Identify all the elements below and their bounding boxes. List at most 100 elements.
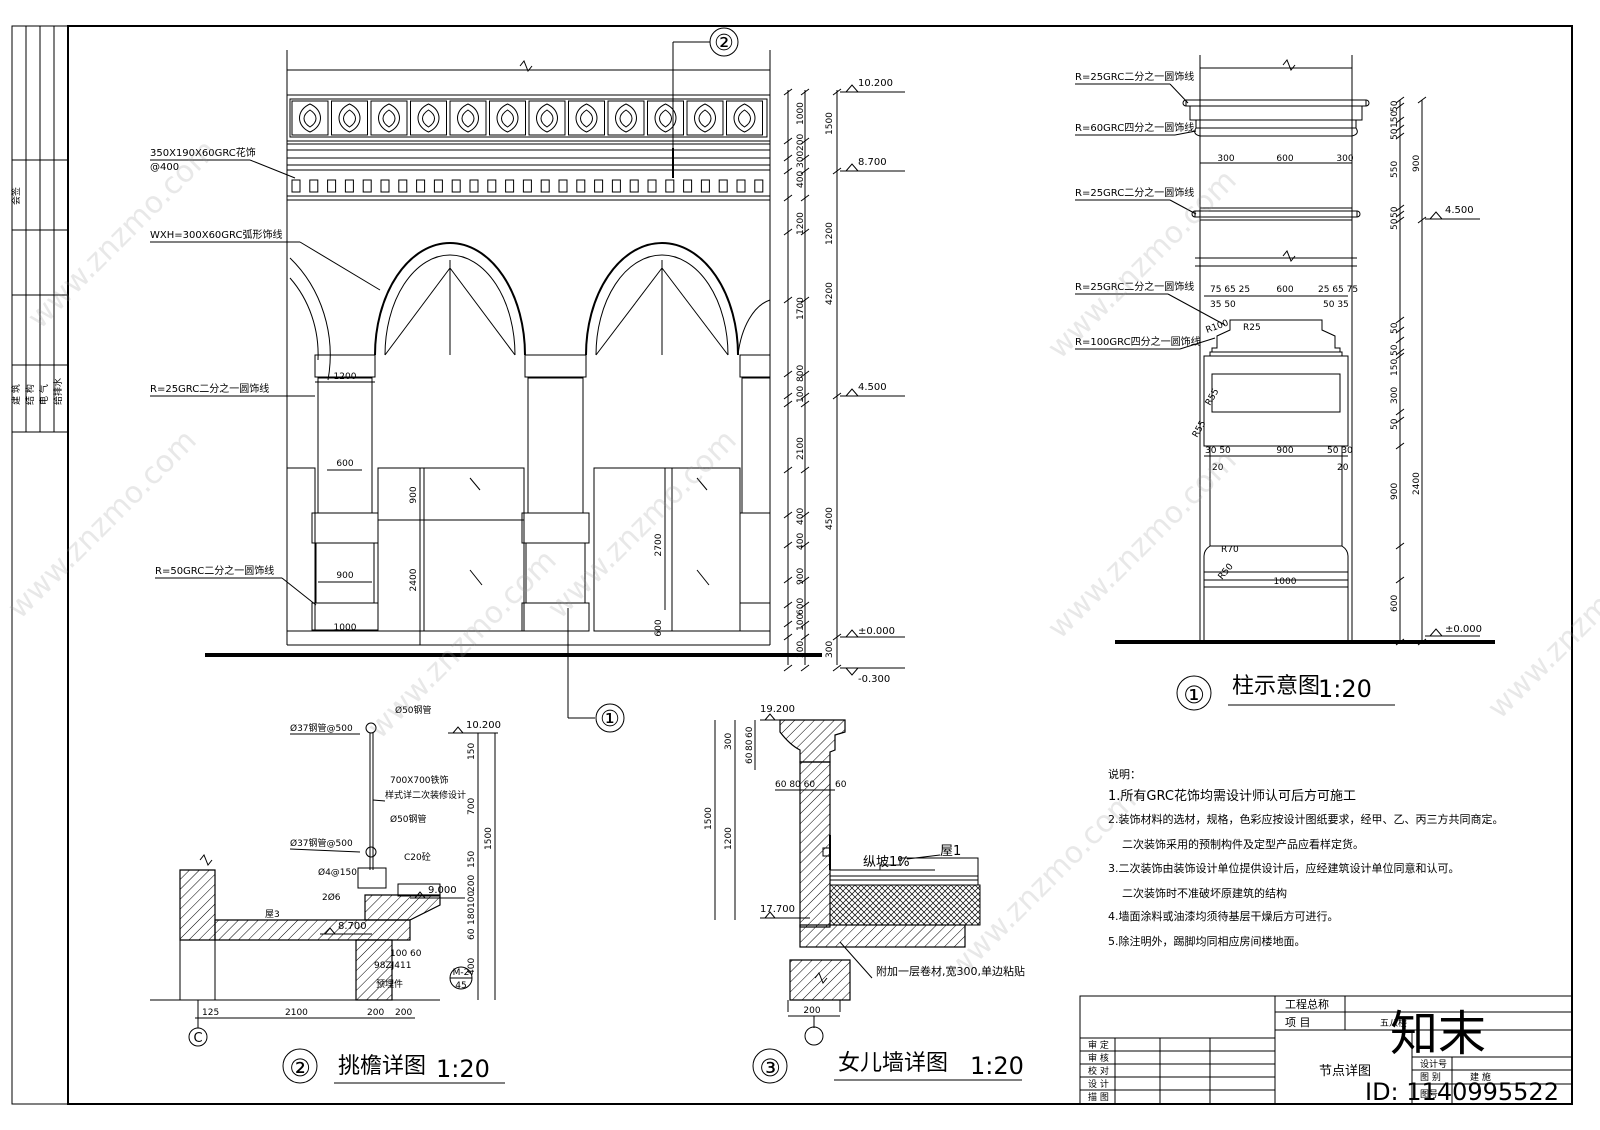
watermark-logo: 知末: [1390, 1006, 1486, 1062]
svg-text:100: 100: [796, 386, 806, 403]
svg-text:900: 900: [1276, 446, 1293, 456]
inner-dims: 1000 200 300 400 1200 1700 800 100 2100 …: [796, 102, 835, 658]
dentil: [451, 179, 461, 193]
svg-text:900: 900: [1390, 483, 1400, 500]
svg-text:R=60GRC四分之一圆饰线: R=60GRC四分之一圆饰线: [1075, 121, 1194, 134]
svg-text:8.700: 8.700: [338, 921, 367, 932]
dentil: [291, 179, 301, 193]
svg-text:2700: 2700: [654, 533, 664, 556]
svg-text:50: 50: [1390, 206, 1400, 218]
title-block: 工程总称 项 目 五八楼 审 定 审 核 校 对 设 计 描 图 节点详图 设计…: [1079, 995, 1573, 1105]
svg-text:550: 550: [1390, 161, 1400, 178]
svg-text:400: 400: [796, 533, 806, 550]
balustrade-ornament: [528, 100, 566, 136]
arches: [289, 242, 771, 381]
dentil: [647, 179, 657, 193]
svg-text:200: 200: [367, 1008, 384, 1018]
dentil: [327, 179, 337, 193]
svg-text:1500: 1500: [484, 827, 494, 850]
axis-bubble-c: [188, 1027, 208, 1047]
svg-text:www.znzmo.com: www.znzmo.com: [1481, 523, 1600, 726]
column-title: 柱示意图: [1232, 674, 1320, 699]
shop-windows: [286, 467, 741, 632]
svg-text:R55: R55: [1191, 419, 1209, 439]
svg-text:±0.000: ±0.000: [858, 626, 895, 637]
dentil: [594, 179, 604, 193]
dentil: [683, 179, 693, 193]
svg-text:@400: @400: [150, 162, 179, 173]
svg-text:50: 50: [1390, 418, 1400, 430]
svg-text:Ø37钢管@500: Ø37钢管@500: [290, 722, 353, 734]
svg-text:60: 60: [467, 928, 477, 940]
sheet-no-label: 图号: [1420, 1089, 1438, 1100]
svg-text:附加一层卷材,宽300,单边粘贴: 附加一层卷材,宽300,单边粘贴: [876, 964, 1025, 978]
notes-heading: 说明：: [1108, 767, 1141, 781]
svg-text:±0.000: ±0.000: [1445, 624, 1482, 635]
svg-text:100: 100: [467, 891, 477, 908]
svg-text:20: 20: [1212, 463, 1224, 473]
svg-text:900: 900: [1412, 155, 1422, 172]
dentil: [505, 179, 515, 193]
design-no-label: 设计号: [1420, 1058, 1447, 1070]
svg-text:www.znzmo.com: www.znzmo.com: [1041, 443, 1244, 646]
svg-text:100 60: 100 60: [390, 949, 422, 959]
svg-text:17.700: 17.700: [760, 904, 795, 915]
svg-text:样式详二次装修设计: 样式详二次装修设计: [385, 789, 466, 801]
dentil: [611, 179, 621, 193]
svg-text:2400: 2400: [1412, 472, 1422, 495]
svg-text:4.500: 4.500: [858, 382, 887, 393]
watermark-id: ID: 1140995522: [1365, 1078, 1559, 1106]
svg-text:4.500: 4.500: [1445, 205, 1474, 216]
svg-text:1200: 1200: [796, 212, 806, 235]
balustrade-ornament: [647, 100, 684, 136]
svg-text:300: 300: [1217, 154, 1234, 164]
svg-text:30 50: 30 50: [1205, 446, 1231, 456]
svg-text:1700: 1700: [796, 297, 806, 320]
note-1: 1.所有GRC花饰均需设计师认可后方可施工: [1108, 788, 1356, 804]
discipline-struct: 结 构: [24, 384, 36, 405]
svg-text:Ø37钢管@500: Ø37钢管@500: [290, 837, 353, 849]
svg-text:45: 45: [455, 981, 466, 991]
svg-text:200: 200: [395, 1008, 412, 1018]
svg-text:50 30: 50 30: [1327, 446, 1353, 456]
dentil: [380, 179, 390, 193]
svg-text:R=25GRC二分之一圆饰线: R=25GRC二分之一圆饰线: [150, 382, 269, 395]
dentil: [718, 179, 728, 193]
role-check: 校 对: [1088, 1065, 1109, 1077]
svg-text:300: 300: [825, 641, 835, 658]
svg-text:R100: R100: [1205, 318, 1231, 336]
role-approve: 审 定: [1088, 1039, 1109, 1051]
role-review: 审 核: [1088, 1052, 1109, 1064]
svg-text:50: 50: [1390, 322, 1400, 334]
svg-text:R=25GRC二分之一圆饰线: R=25GRC二分之一圆饰线: [1075, 280, 1194, 293]
eaves-detail: Ø50钢管 Ø37钢管@500 700X700铁饰 样式详二次装修设计 Ø50钢…: [150, 704, 505, 1084]
axis-label-2: ②: [714, 31, 734, 56]
balustrade-ornament: [410, 100, 447, 136]
balustrade-ornament: [568, 100, 605, 136]
project-label: 项 目: [1285, 1016, 1311, 1029]
svg-text:200: 200: [803, 1006, 820, 1016]
parapet-title-bubble: [752, 1048, 788, 1084]
svg-text:400: 400: [796, 508, 806, 525]
column-title-bubble: [1176, 675, 1212, 711]
svg-text:150: 150: [467, 851, 477, 868]
svg-text:9.000: 9.000: [428, 885, 457, 896]
svg-text:50 35: 50 35: [1323, 300, 1349, 310]
facade-elevation: ②: [150, 27, 905, 733]
svg-text:19.200: 19.200: [760, 704, 795, 715]
level-marks: 10.200 8.700 4.500 ±0.000 -0.300: [840, 78, 905, 685]
svg-text:M-2: M-2: [453, 968, 470, 978]
svg-text:300: 300: [796, 151, 806, 168]
dentil: [398, 179, 408, 193]
svg-text:100: 100: [796, 614, 806, 631]
dentil: [309, 179, 319, 193]
balustrade: [286, 94, 771, 142]
dentil: [576, 179, 586, 193]
balustrade-ornament: [726, 100, 763, 136]
svg-text:25 65 75: 25 65 75: [1318, 285, 1358, 295]
svg-text:10.200: 10.200: [466, 720, 501, 731]
eaves-title: 挑檐详图: [338, 1054, 426, 1079]
svg-text:www.znzmo.com: www.znzmo.com: [1, 423, 204, 626]
eaves-scale: 1:20: [436, 1055, 490, 1083]
eaves-title-bubble: [282, 1048, 318, 1084]
